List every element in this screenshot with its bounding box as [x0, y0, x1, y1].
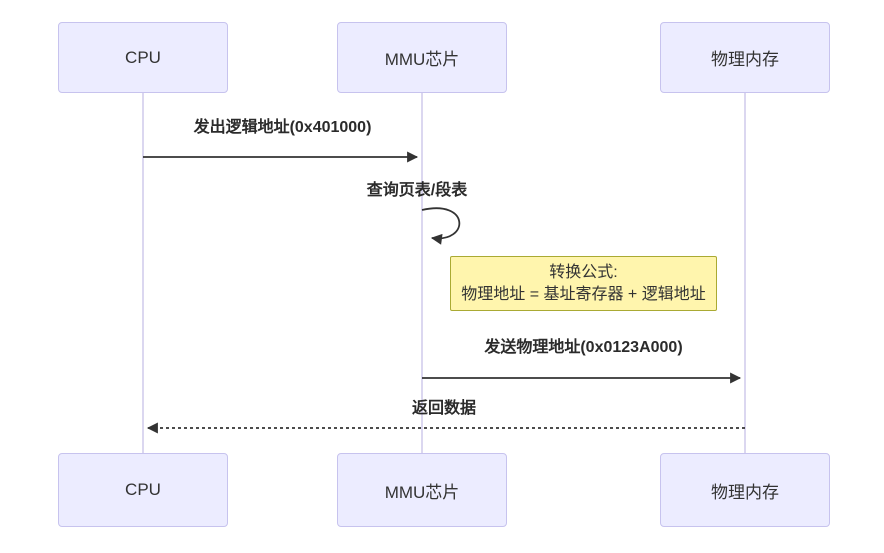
actor-label-mmu: MMU芯片 [384, 50, 460, 69]
actor-top-mmu: MMU芯片 [337, 22, 507, 93]
actor-bottom-cpu: CPU [58, 453, 228, 527]
note-line-2: 物理地址 = 基址寄存器 + 逻辑地址 [461, 285, 706, 303]
self-loop-arrow-query-page-table [421, 207, 461, 245]
actor-top-memory: 物理内存 [660, 22, 830, 93]
actor-label-cpu: CPU [125, 47, 161, 67]
actor-label-memory-bottom: 物理内存 [711, 482, 779, 502]
actor-label-cpu-bottom: CPU [125, 480, 161, 499]
note-line-1: 转换公式: [549, 263, 618, 281]
message-label-physical-address: 发送物理地址(0x0123A000) [484, 339, 683, 356]
message-label-return-data: 返回数据 [411, 400, 476, 417]
actor-bottom-memory: 物理内存 [660, 453, 830, 527]
actor-label-memory: 物理内存 [711, 50, 779, 69]
actor-label-mmu-bottom: MMU芯片 [384, 482, 460, 502]
actor-bottom-mmu: MMU芯片 [337, 453, 507, 527]
message-label-logical-address: 发出逻辑地址(0x401000) [193, 119, 372, 136]
message-label-query-page-table: 查询页表/段表 [366, 182, 468, 199]
note-conversion-formula: 转换公式: 物理地址 = 基址寄存器 + 逻辑地址 [450, 256, 717, 311]
actor-top-cpu: CPU [58, 22, 228, 93]
